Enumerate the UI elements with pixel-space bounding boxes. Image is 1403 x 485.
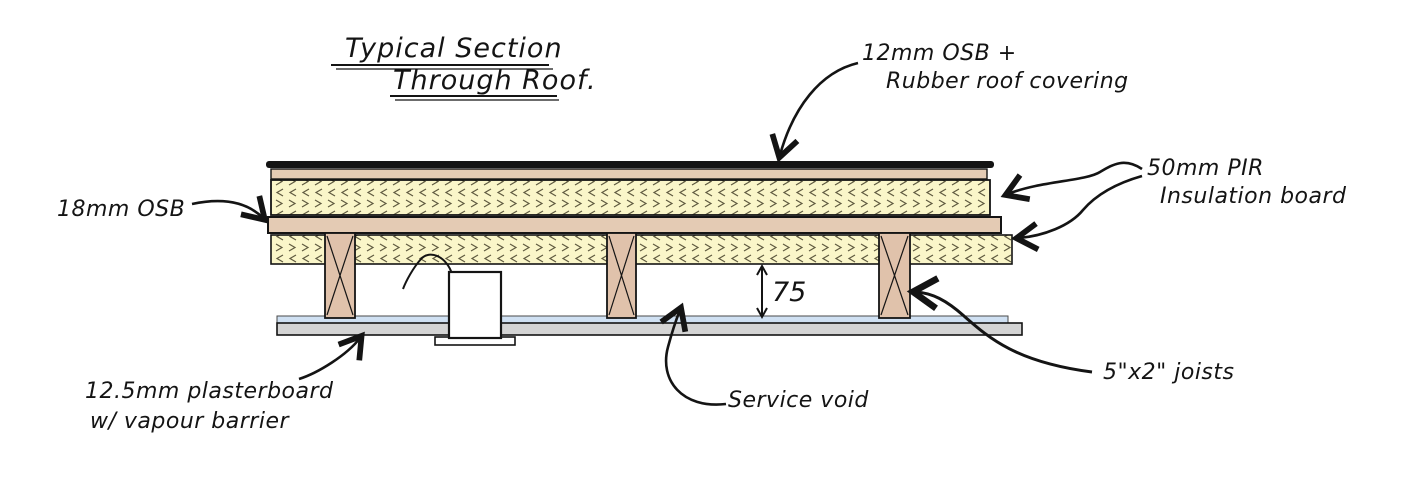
plasterboard-label-line1: 12.5mm plasterboard [85, 379, 334, 404]
dimension-arrowhead-top [756, 263, 768, 276]
page-title-line1: Typical Section [345, 33, 563, 64]
joist-2-cross-b [608, 235, 635, 316]
layer-osb-18mm [267, 216, 1002, 234]
roof-covering-label-line2: Rubber roof covering [886, 69, 1129, 94]
service-void-label: Service void [728, 388, 869, 413]
leader-arrows [191, 61, 1143, 406]
joist-3 [878, 232, 911, 319]
dimension-arrowhead-bottom [756, 307, 768, 320]
layer-plasterboard [276, 322, 1023, 336]
joist-1 [324, 232, 356, 319]
service-box-group [402, 253, 516, 346]
plasterboard-label-line2: w/ vapour barrier [90, 409, 290, 434]
insulation-label-line1: 50mm PIR [1147, 156, 1264, 181]
osb-18mm-label: 18mm OSB [57, 197, 185, 222]
service-void-leader-arrow [659, 302, 727, 406]
page-title-line2: Through Roof. [393, 65, 597, 96]
layer-pir-insulation-top [270, 179, 991, 216]
roof-covering-leader-arrow [769, 61, 859, 163]
annotation-labels: 12mm OSB + Rubber roof covering 50mm PIR… [57, 41, 1347, 434]
layer-osb-12mm [270, 168, 988, 180]
title-block: Typical Section Through Roof. [331, 33, 597, 101]
joist-2 [606, 232, 637, 319]
insulation-top-leader-arrow [1000, 161, 1143, 203]
service-box-cable [402, 253, 453, 290]
void-dimension: 75 [756, 263, 806, 320]
joist-1-cross-b [326, 235, 354, 316]
insulation-label-line2: Insulation board [1160, 184, 1347, 209]
layer-rubber-roof-membrane [266, 161, 994, 168]
plasterboard-leader-arrow [298, 331, 365, 381]
dimension-value: 75 [772, 277, 806, 308]
joists-group [324, 232, 911, 319]
joist-3-cross-b [880, 235, 909, 316]
roof-covering-label-line1: 12mm OSB + [862, 41, 1017, 66]
service-box [447, 270, 503, 340]
osb-18mm-leader-arrow [191, 195, 269, 224]
joists-leader-arrow [906, 275, 1093, 374]
insulation-lower-leader-arrow [1011, 174, 1143, 252]
joists-label: 5"x2" joists [1103, 360, 1234, 385]
